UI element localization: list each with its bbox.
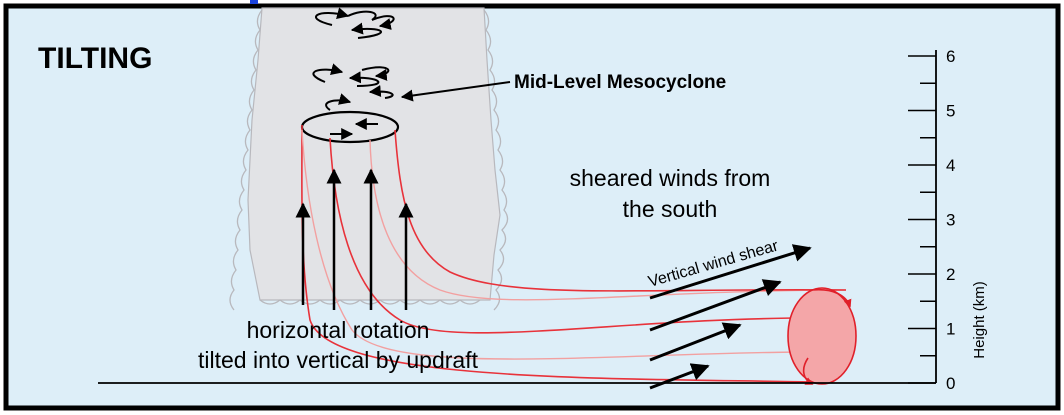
axis-tick-label: 2 [946,265,955,284]
vortex-tube [787,287,857,385]
arrow-right-icon [649,363,710,390]
axis-tick-label: 1 [946,320,955,339]
diagram-title: TILTING [38,42,152,75]
cloud-scallop-right [483,9,509,311]
height-axis: 0 1 2 3 4 5 6 [908,47,955,393]
circular-arrow-icon [312,63,390,87]
rotation-caption-line-2: tilted into vertical by updraft [198,347,479,373]
mesocyclone-label: Mid-Level Mesocyclone [514,72,726,93]
axis-tick-label: 3 [946,211,955,230]
arrow-right-icon [649,322,742,362]
updraft-arrows [295,168,414,310]
mesocyclone-pointer [400,81,511,102]
circular-arrow-icon [325,85,394,111]
sheared-winds-line-1: sheared winds from [570,165,771,191]
axis-tick-label: 0 [946,374,955,393]
sheared-winds-line-2: the south [623,196,718,222]
axis-tick-label: 4 [946,156,955,175]
cloud-column [229,7,509,311]
axis-tick-label: 5 [946,102,955,121]
shear-arrows [649,244,812,390]
background-panel [3,3,1061,411]
rotation-arrows [300,7,400,144]
arrow-right-icon [649,279,782,332]
arrow-right-icon [649,244,812,300]
axis-tick-label: 6 [946,47,955,66]
circular-arrow-icon [315,7,395,39]
rotation-caption-line-1: horizontal rotation [247,317,430,343]
axis-title: Height (km) [971,281,988,359]
cloud-scallop-left [229,9,263,311]
top-link-fragment [250,0,258,4]
